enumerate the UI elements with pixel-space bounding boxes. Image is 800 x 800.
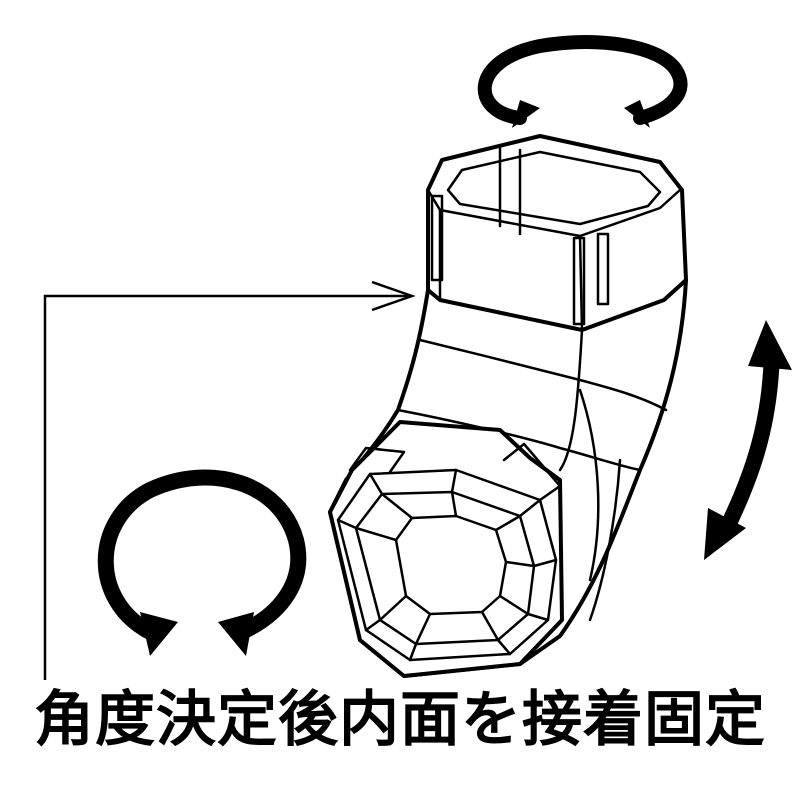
double-arrow-right-icon bbox=[704, 320, 792, 560]
rotate-arrow-top-icon bbox=[477, 35, 688, 128]
rotate-arrow-left-icon bbox=[97, 469, 307, 656]
elbow-fitting bbox=[328, 134, 688, 678]
pointer-arrow-icon bbox=[43, 280, 416, 680]
caption-text: 角度決定後内面を接着固定 bbox=[34, 685, 766, 755]
